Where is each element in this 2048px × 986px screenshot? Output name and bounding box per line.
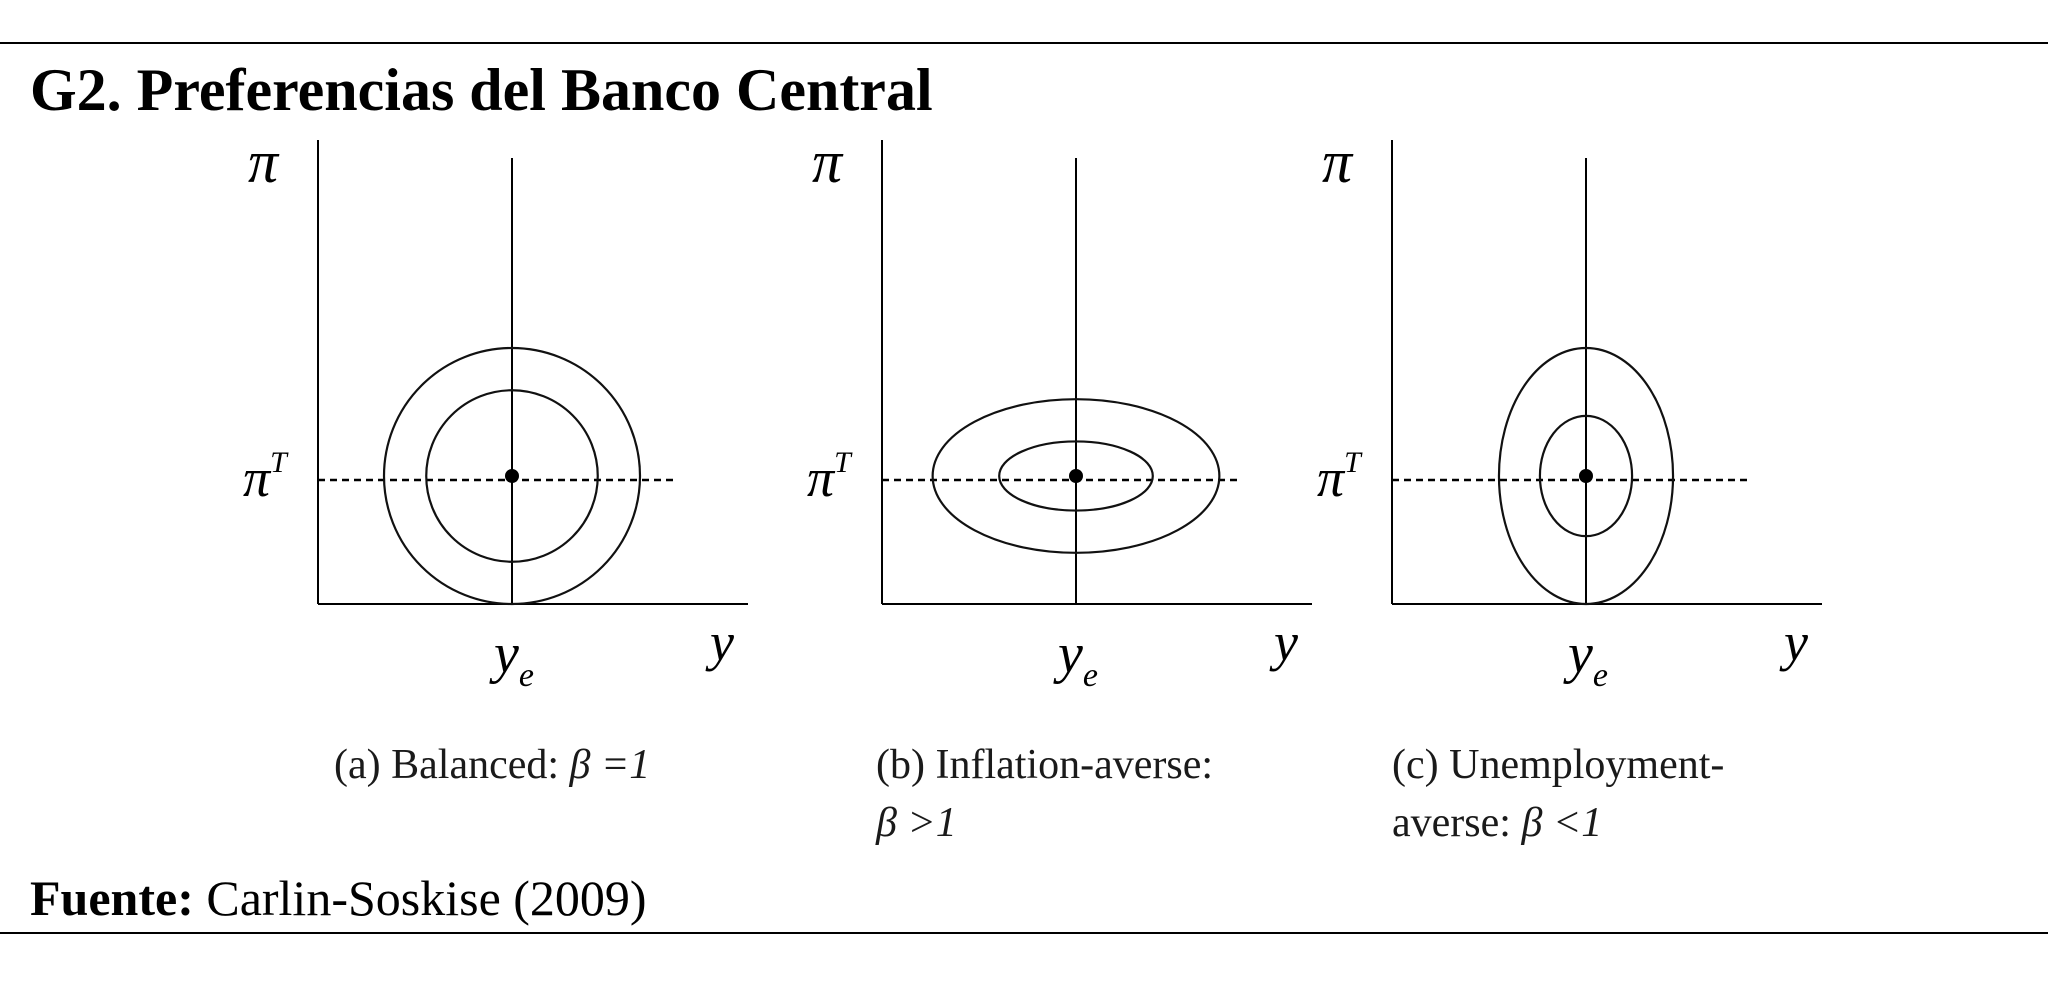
y-axis-label-b-part: y — [1269, 612, 1298, 672]
caption-b-beta: β >1 — [876, 800, 957, 846]
y-axis-label-a: y — [705, 612, 734, 672]
pi-target-label-a: πT — [243, 446, 289, 508]
caption-c-line2: averse: β <1 — [1392, 794, 1724, 852]
pi-axis-label-a: π — [248, 129, 280, 195]
source-note: Fuente: Carlin-Soskise (2009) — [30, 866, 647, 930]
pi-target-label-b: πT — [807, 446, 853, 508]
caption-c-line2-prefix: averse: — [1392, 800, 1522, 846]
caption-c-text: (c) Unemployment- — [1392, 742, 1725, 788]
figure-heading: G2. Preferencias del Banco Central — [30, 57, 933, 123]
ye-label-b-part: e — [1083, 657, 1098, 694]
caption-panel-c: (c) Unemployment- averse: β <1 — [1392, 736, 1724, 852]
pi-target-label-a-part: π — [243, 448, 272, 508]
y-axis-label-c-part: y — [1779, 612, 1808, 672]
pi-target-label-a-part: T — [270, 446, 289, 479]
loss-ellipse-b-outer — [931, 398, 1221, 554]
bottom-rule — [0, 932, 2048, 934]
caption-b-line2: β >1 — [876, 794, 1213, 852]
ye-label-a-part: e — [519, 657, 534, 694]
bliss-point-a — [505, 469, 519, 483]
loss-ellipse-a-outer — [382, 346, 642, 606]
pi-target-label-c-part: T — [1344, 446, 1363, 479]
loss-ellipse-b-inner — [998, 440, 1154, 512]
ye-label-c-part: y — [1563, 623, 1593, 685]
source-text: Carlin-Soskise (2009) — [193, 870, 647, 926]
top-rule — [0, 42, 2048, 44]
loss-ellipse-c-outer — [1497, 346, 1675, 606]
pi-axis-label-b: π — [812, 129, 844, 195]
pi-target-label-c: πT — [1317, 446, 1363, 508]
source-label: Fuente: — [30, 870, 194, 926]
caption-c-beta: β <1 — [1521, 800, 1603, 846]
loss-ellipse-c-inner — [1538, 414, 1634, 538]
ye-label-c-part: e — [1593, 657, 1608, 694]
caption-b-text: (b) Inflation-averse: — [876, 742, 1214, 788]
pi-axis-label-c-part: π — [1322, 129, 1354, 195]
caption-panel-b: (b) Inflation-averse: β >1 — [876, 736, 1213, 852]
pi-target-label-b-part: π — [807, 448, 836, 508]
caption-panel-a: (a) Balanced: β =1 — [334, 736, 650, 794]
y-axis-label-a-part: y — [705, 612, 734, 672]
ye-label-a-part: y — [489, 623, 519, 685]
caption-a-beta: β =1 — [569, 742, 651, 788]
pi-axis-label-a-part: π — [248, 129, 280, 195]
y-axis-label-c: y — [1779, 612, 1808, 672]
ye-label-c: ye — [1563, 623, 1608, 694]
pi-target-label-c-part: π — [1317, 448, 1346, 508]
pi-target-label-b-part: T — [834, 446, 853, 479]
ye-label-b: ye — [1053, 623, 1098, 694]
ye-label-a: ye — [489, 623, 534, 694]
pi-axis-label-b-part: π — [812, 129, 844, 195]
loss-ellipse-a-inner — [425, 389, 599, 563]
ye-label-b-part: y — [1053, 623, 1083, 685]
bliss-point-b — [1069, 469, 1083, 483]
pi-axis-label-c: π — [1322, 129, 1354, 195]
bliss-point-c — [1579, 469, 1593, 483]
caption-a-text: (a) Balanced: — [334, 742, 570, 788]
y-axis-label-b: y — [1269, 612, 1298, 672]
